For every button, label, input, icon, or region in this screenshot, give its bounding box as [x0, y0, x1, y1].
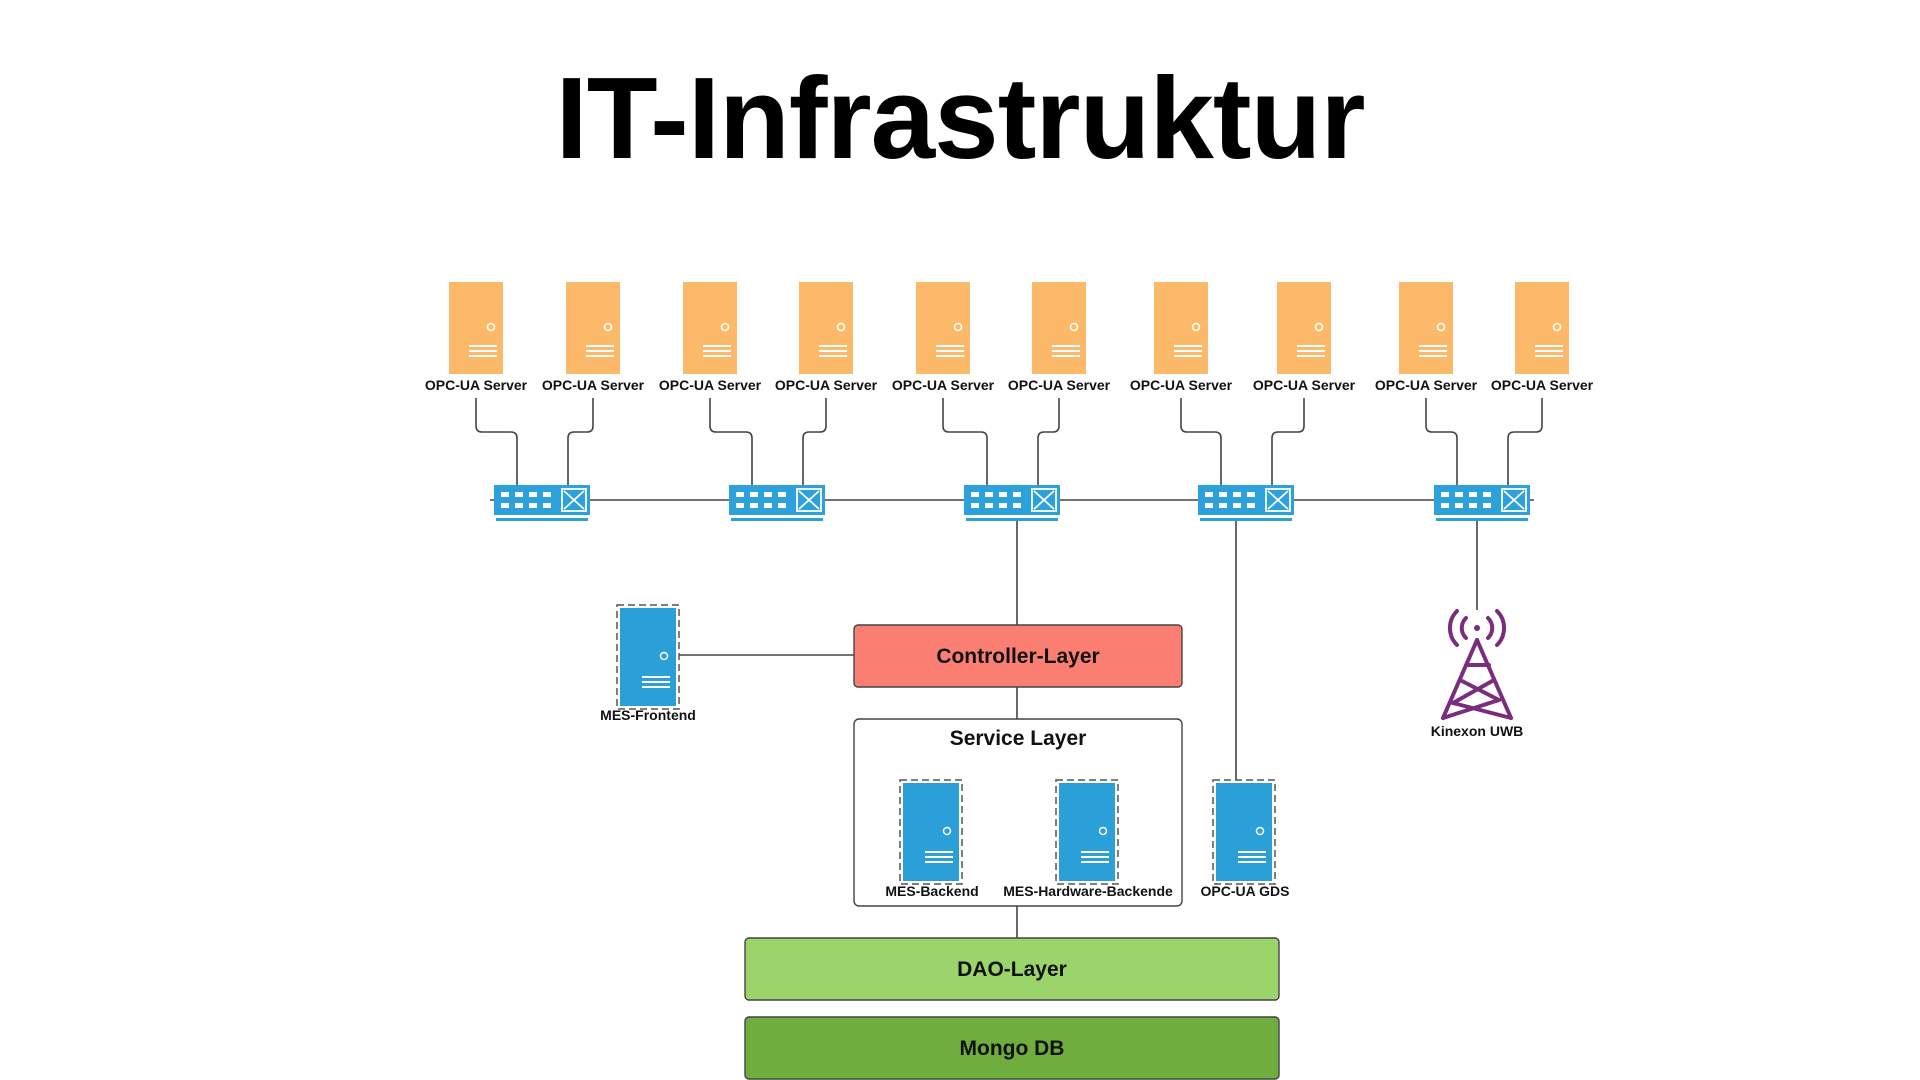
opcua-gds-node: OPC-UA GDS: [1201, 779, 1290, 899]
opcua-server-label: OPC-UA Server: [659, 377, 762, 393]
opcua-server-label: OPC-UA Server: [425, 377, 528, 393]
antenna-tower-icon: [1441, 609, 1513, 720]
opcua-server-label: OPC-UA Server: [892, 377, 995, 393]
dao-layer: DAO-Layer: [744, 937, 1280, 1001]
server-switch-link: [1425, 398, 1458, 485]
orange-server-icon: [915, 281, 971, 375]
service-layer-label: Service Layer: [950, 727, 1087, 750]
blue-server-icon: [899, 779, 963, 885]
orange-server-icon: [565, 281, 621, 375]
opcua-server-label: OPC-UA Server: [542, 377, 645, 393]
dao-layer-label: DAO-Layer: [957, 958, 1067, 981]
opcua-server-label: OPC-UA Server: [775, 377, 878, 393]
orange-server-icon: [1276, 281, 1332, 375]
mes-frontend-node: MES-Frontend: [600, 604, 696, 723]
server-switch-link: [475, 398, 518, 485]
orange-server-icon: [1514, 281, 1570, 375]
mongo-db-layer: Mongo DB: [744, 1016, 1280, 1080]
mongo-db-label: Mongo DB: [960, 1037, 1065, 1060]
connection-lines: [475, 398, 1543, 485]
blue-server-icon: [616, 604, 680, 710]
kinexon-label: Kinexon UWB: [1431, 723, 1524, 739]
network-switch-icon: [728, 484, 826, 522]
mes-frontend-label: MES-Frontend: [600, 707, 696, 723]
server-switch-link: [1180, 398, 1222, 485]
page-title: IT-Infrastruktur: [555, 53, 1366, 183]
orange-server-icon: [1398, 281, 1454, 375]
kinexon-node: Kinexon UWB: [1431, 609, 1524, 739]
network-switch-icon: [963, 484, 1061, 522]
opcua-server-label: OPC-UA Server: [1008, 377, 1111, 393]
opcua-server-label: OPC-UA Server: [1375, 377, 1478, 393]
controller-layer: Controller-Layer: [853, 624, 1183, 688]
mes-hardware-backend-label: MES-Hardware-Backende: [1003, 883, 1173, 899]
blue-server-icon: [1212, 779, 1276, 885]
server-switch-link: [802, 398, 827, 485]
orange-server-icon: [448, 281, 504, 375]
server-switch-link: [1507, 398, 1543, 485]
network-switch-icon: [493, 484, 591, 522]
network-switch-icon: [1197, 484, 1295, 522]
server-switch-link: [1271, 398, 1305, 485]
opcua-server-label: OPC-UA Server: [1491, 377, 1594, 393]
opcua-server-label: OPC-UA Server: [1253, 377, 1356, 393]
mes-backend-label: MES-Backend: [885, 883, 978, 899]
orange-server-icon: [1031, 281, 1087, 375]
server-switch-link: [567, 398, 594, 485]
orange-server-icon: [682, 281, 738, 375]
server-switch-link: [709, 398, 753, 485]
server-switch-link: [942, 398, 988, 485]
opcua-server-label: OPC-UA Server: [1130, 377, 1233, 393]
opcua-server-row: OPC-UA Server OPC-UA Server OPC-UA Server O…: [425, 281, 1594, 393]
opcua-gds-label: OPC-UA GDS: [1201, 883, 1290, 899]
server-switch-link: [1037, 398, 1060, 485]
network-switch-row: [493, 484, 1531, 522]
blue-server-icon: [1055, 779, 1119, 885]
network-switch-icon: [1433, 484, 1531, 522]
service-layer: Service Layer MES-Backend MES-Hardware-B…: [853, 718, 1183, 907]
controller-layer-label: Controller-Layer: [936, 645, 1099, 668]
orange-server-icon: [798, 281, 854, 375]
orange-server-icon: [1153, 281, 1209, 375]
